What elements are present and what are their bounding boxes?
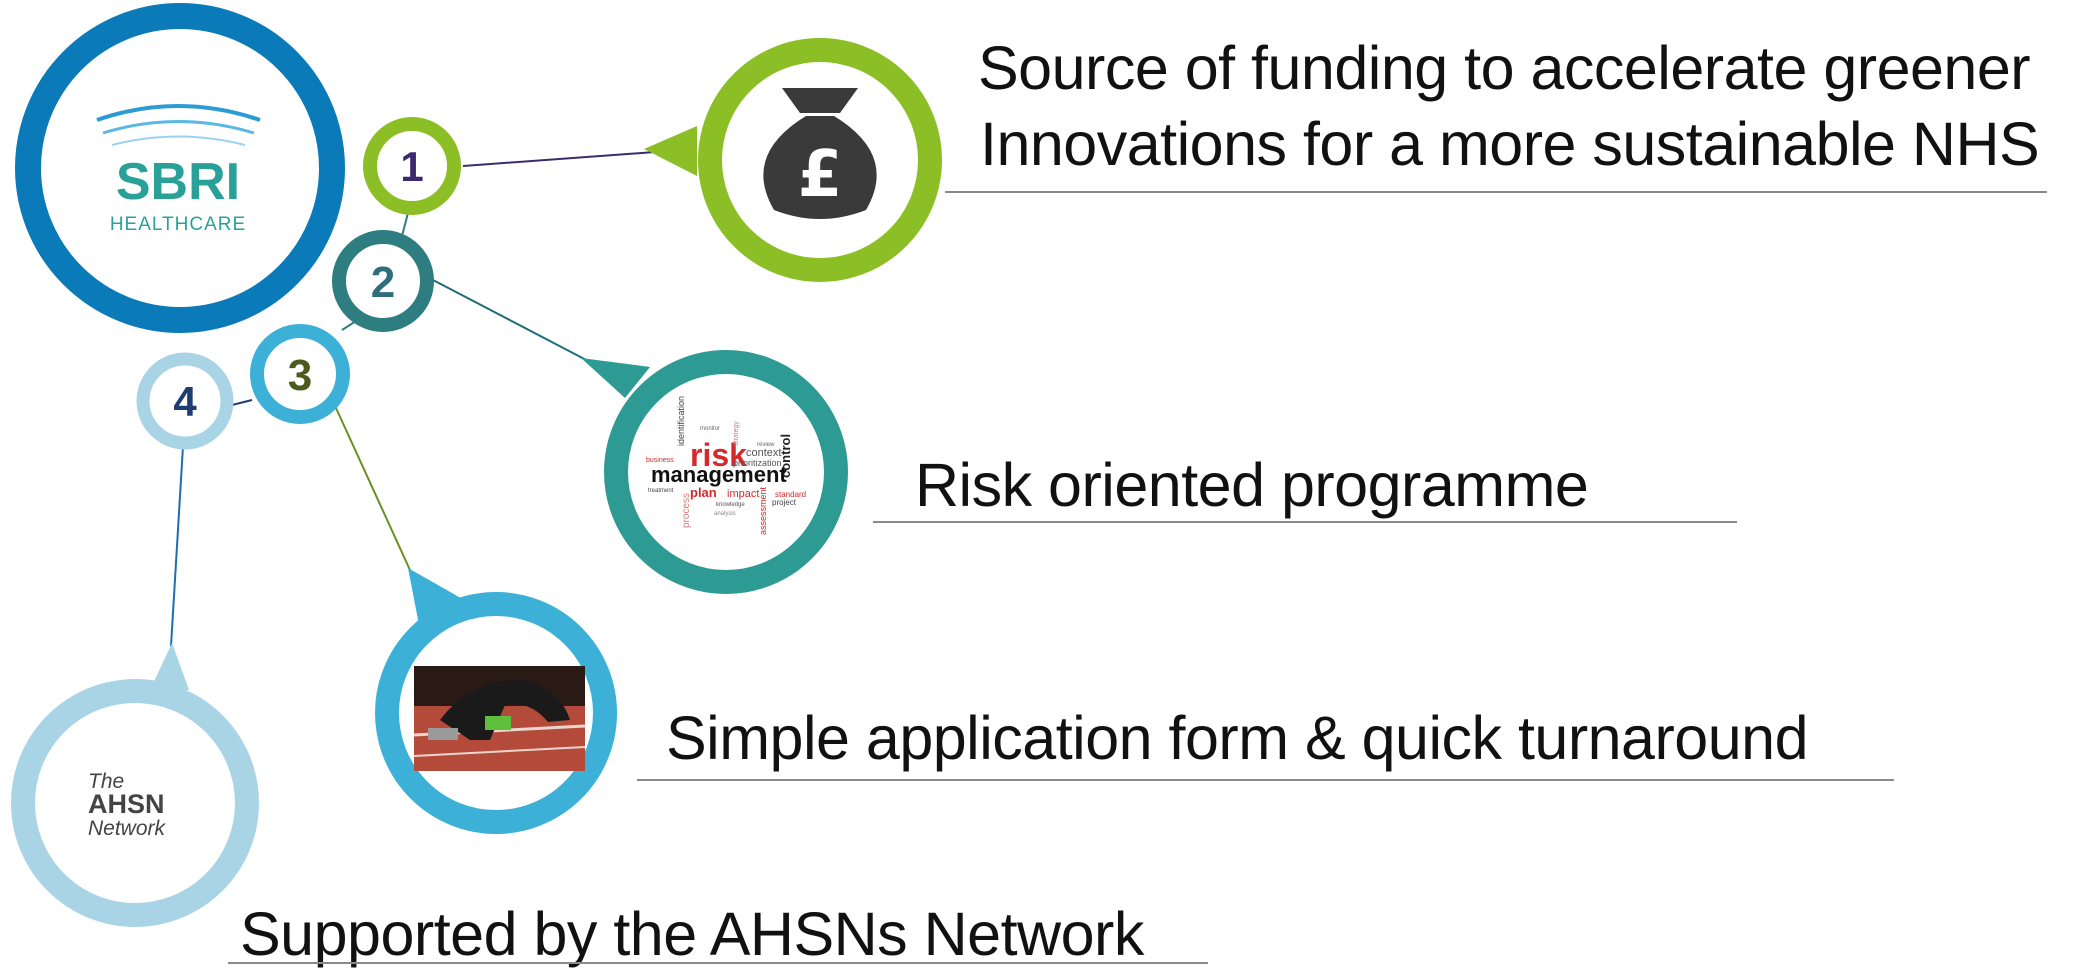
connector-2-to-risk	[432, 279, 593, 364]
sbri-subtitle: HEALTHCARE	[110, 214, 246, 235]
wordcloud-management: management	[651, 462, 787, 487]
sbri-arc-middle-icon	[102, 120, 255, 135]
sbri-healthcare-logo: SBRI HEALTHCARE	[15, 3, 345, 333]
wordcloud-knowledge: knowledge	[716, 502, 745, 508]
sbri-arc-bottom-icon	[111, 135, 246, 146]
wordcloud-plan: plan	[690, 485, 717, 500]
application-callout	[375, 568, 617, 834]
risk-management-word-cloud-icon: risk management identification control c…	[646, 396, 806, 535]
funding-caption-line-1: Source of funding to accelerate greener	[978, 34, 2031, 102]
application-callout-pointer	[408, 568, 466, 630]
ahsn-logo-the: The	[88, 770, 124, 793]
connector-4-to-ahsn	[170, 445, 184, 647]
wordcloud-assessment: assessment	[758, 486, 768, 535]
wordcloud-process: process	[681, 493, 692, 528]
risk-underline	[873, 521, 1737, 523]
connector-3-to-4	[231, 399, 253, 406]
wordcloud-standard: standard	[775, 490, 806, 499]
step-2-number: 2	[371, 258, 395, 307]
sbri-wordmark: SBRI	[116, 153, 240, 211]
sprinter-starting-blocks-icon	[413, 666, 586, 771]
step-1-bubble: 1	[363, 117, 461, 215]
wordcloud-treatment: treatment	[648, 488, 674, 494]
funding-callout: £	[644, 38, 942, 282]
application-underline	[637, 779, 1894, 781]
wordcloud-risk: risk	[690, 437, 747, 473]
wordcloud-review: review	[757, 442, 775, 448]
ahsn-network-logo: The AHSN Network	[88, 770, 167, 840]
pound-symbol: £	[798, 138, 843, 212]
sbri-arc-top-icon	[96, 104, 261, 122]
wordcloud-impact: impact	[727, 488, 759, 500]
step-1-number: 1	[400, 143, 423, 190]
wordcloud-control: control	[778, 434, 793, 478]
step-4-number: 4	[173, 378, 197, 425]
funding-callout-pointer	[644, 126, 697, 176]
connector-3-to-application	[335, 407, 411, 571]
ahsn-logo-ahsn: AHSN	[88, 789, 165, 819]
wordcloud-analysis: analysis	[714, 511, 736, 517]
wordcloud-identification: identification	[676, 396, 686, 446]
wordcloud-project: project	[772, 498, 797, 507]
risk-callout: risk management identification control c…	[581, 350, 848, 594]
wordcloud-business: business	[646, 457, 674, 464]
step-3-number: 3	[288, 351, 312, 400]
wordcloud-context: context	[746, 447, 781, 459]
step-2-bubble: 2	[332, 230, 434, 332]
wordcloud-strategy: strategy	[733, 421, 740, 446]
connector-1-to-2	[401, 212, 409, 237]
funding-caption-line-2: Innovations for a more sustainable NHS	[980, 110, 2040, 178]
wordcloud-prioritization: prioritization	[733, 458, 782, 468]
step-3-bubble: 3	[250, 324, 350, 424]
ahsn-logo-network: Network	[88, 817, 167, 840]
ahsn-callout-pointer	[150, 643, 189, 690]
connector-1-to-funding	[462, 151, 656, 167]
ahsn-callout: The AHSN Network	[11, 643, 259, 927]
money-bag-icon: £	[763, 88, 877, 219]
support-caption: Supported by the AHSNs Network	[240, 900, 1144, 968]
wordcloud-monitor: monitor	[700, 426, 720, 432]
risk-callout-pointer	[581, 358, 650, 398]
support-underline	[228, 962, 1208, 964]
risk-caption: Risk oriented programme	[915, 451, 1589, 519]
step-4-bubble: 4	[136, 352, 234, 450]
application-caption: Simple application form & quick turnarou…	[666, 704, 1809, 772]
funding-underline	[945, 191, 2047, 193]
